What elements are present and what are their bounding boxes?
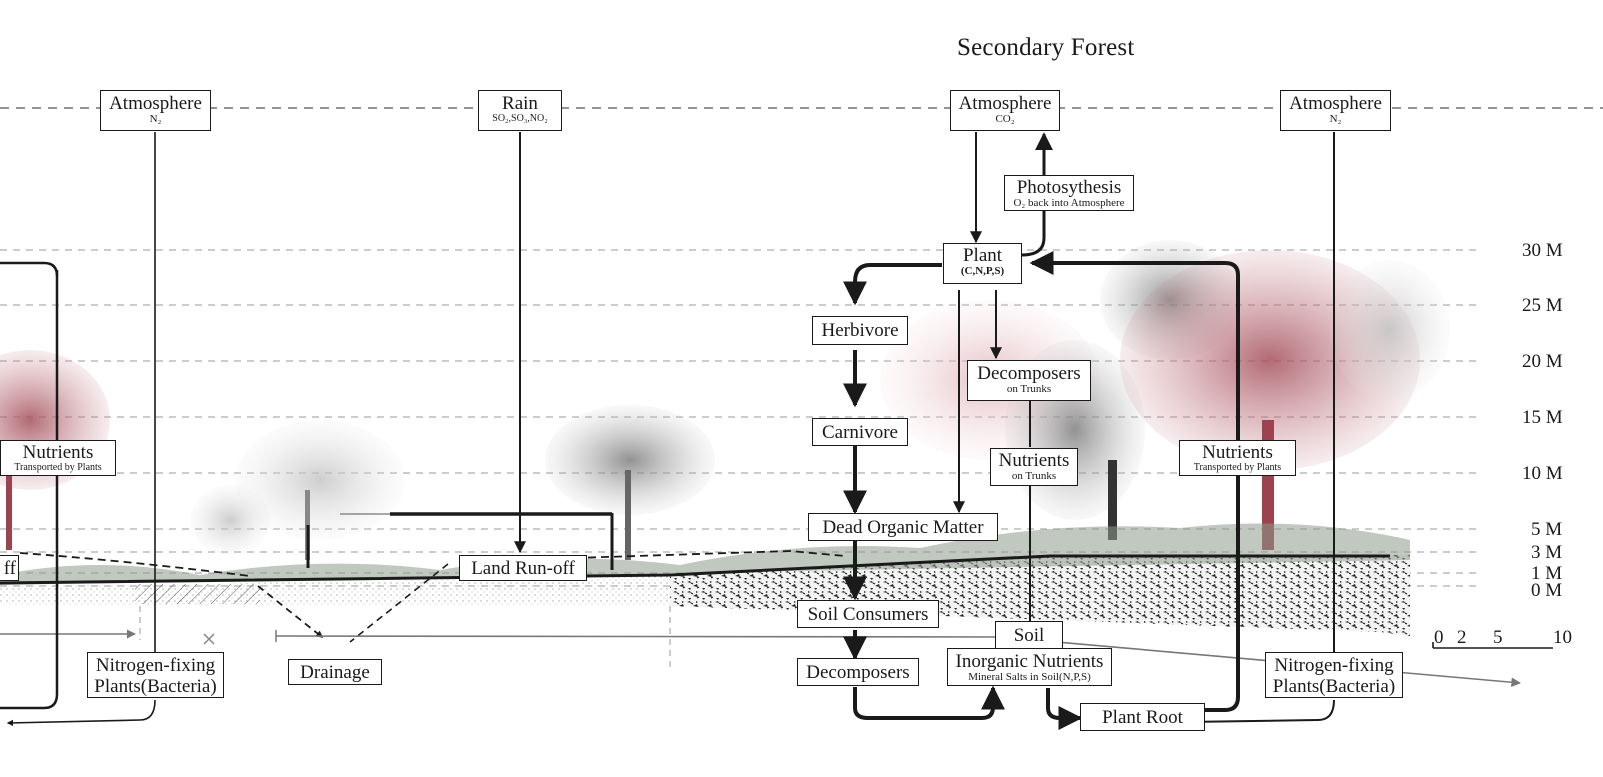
box-sub-label: (C,N,P,S) (960, 265, 1005, 277)
box-sub-label: Transported by Plants (1193, 462, 1282, 473)
height-label-25m: 25 M (1522, 295, 1563, 316)
height-label-5m: 5 M (1531, 519, 1563, 540)
carnivore-box: Carnivore (812, 418, 908, 446)
photosynthesis-box: Photosythesis O₂ back into Atmosphere (1004, 175, 1134, 211)
box-sub-label: Plants(Bacteria) (94, 676, 217, 697)
box-main-label: Soil Consumers (807, 604, 929, 625)
box-main-label: Inorganic Nutrients (955, 651, 1104, 672)
nutrients-transported-left-box: Nutrients Transported by Plants (0, 440, 116, 476)
decomposers-box: Decomposers (797, 658, 919, 686)
box-main-label: Plant Root (1102, 707, 1183, 728)
scale-label-0: 0 (1434, 627, 1444, 648)
box-main-label: ff (3, 558, 16, 579)
atmosphere-n2-right-box: Atmosphere N₂ (1280, 90, 1391, 131)
box-main-label: Atmosphere (109, 93, 202, 114)
land-runoff-box: Land Run-off (459, 555, 587, 581)
box-sub-label: SO₂,SO₃,NO₂ (492, 113, 548, 124)
nutrients-transported-right-box: Nutrients Transported by Plants (1179, 440, 1296, 476)
box-sub-label: Plants(Bacteria) (1272, 676, 1396, 697)
height-label-3m: 3 M (1531, 542, 1563, 563)
box-main-label: Dead Organic Matter (822, 517, 984, 538)
height-label-0m: 0 M (1531, 580, 1563, 601)
scale-bar (1432, 642, 1553, 649)
hatched-soil-layer (135, 584, 260, 604)
plant-root-box: Plant Root (1080, 703, 1205, 731)
vegetation (0, 240, 1450, 585)
box-sub-label: N₂ (1329, 113, 1342, 125)
soil-consumers-box: Soil Consumers (797, 600, 939, 628)
box-sub-label: O₂ back into Atmosphere (1013, 197, 1125, 209)
box-main-label: Photosythesis (1016, 177, 1122, 198)
scale-label-2: 2 (1457, 627, 1467, 648)
height-label-15m: 15 M (1522, 407, 1563, 428)
scale-label-5: 5 (1493, 627, 1503, 648)
drainage-box: Drainage (288, 659, 382, 685)
box-sub-label: on Trunks (1011, 470, 1057, 482)
box-main-label: Land Run-off (471, 558, 575, 579)
atmosphere-n2-left-box: Atmosphere N₂ (100, 90, 211, 131)
box-sub-label: Mineral Salts in Soil(N,P,S) (968, 671, 1091, 683)
flow-arrows (0, 132, 1335, 730)
soil-box: Soil (995, 621, 1063, 650)
runoff-dash-line (19, 552, 251, 577)
height-label-30m: 30 M (1522, 240, 1563, 261)
diagram-title: Secondary Forest (957, 34, 1135, 61)
inorganic-nutrients-box: Inorganic Nutrients Mineral Salts in Soi… (947, 648, 1112, 686)
box-sub-label: N₂ (149, 113, 162, 125)
ground-surface-line (0, 554, 1390, 585)
box-main-label: Soil (1013, 625, 1045, 646)
dead-organic-matter-box: Dead Organic Matter (808, 513, 998, 541)
box-main-label: Nutrients (1202, 442, 1273, 463)
height-label-1m: 1 M (1531, 563, 1563, 584)
box-main-label: Nutrients (22, 442, 94, 463)
plant-box: Plant (C,N,P,S) (943, 243, 1022, 284)
box-sub-label: on Trunks (1006, 383, 1052, 395)
box-main-label: Nutrients (998, 450, 1070, 471)
box-main-label: Herbivore (821, 320, 899, 341)
runoff-cut-box: ff (0, 555, 19, 581)
scale-label-10: 10 (1553, 627, 1572, 648)
close-x-mark (203, 633, 215, 645)
drainage-dash-left (257, 585, 324, 638)
herbivore-box: Herbivore (812, 316, 908, 345)
box-main-label: Nitrogen-fixing (95, 655, 216, 676)
box-main-label: Decomposers (806, 662, 910, 683)
box-sub-label: Transported by Plants (14, 462, 102, 473)
decomposers-on-trunks-box: Decomposers on Trunks (967, 360, 1091, 401)
box-main-label: Atmosphere (1289, 93, 1382, 114)
height-label-20m: 20 M (1522, 351, 1563, 372)
rain-box: Rain SO₂,SO₃,NO₂ (478, 90, 562, 131)
box-main-label: Carnivore (822, 422, 898, 443)
box-main-label: Atmosphere (958, 93, 1052, 114)
box-main-label: Decomposers (977, 363, 1081, 384)
box-sub-label: CO₂ (995, 113, 1015, 125)
height-label-10m: 10 M (1522, 463, 1563, 484)
box-main-label: Nitrogen-fixing (1274, 655, 1394, 676)
drainage-dash-right (349, 563, 449, 643)
nutrients-on-trunks-box: Nutrients on Trunks (990, 448, 1078, 486)
nitrogen-fixing-right-box: Nitrogen-fixing Plants(Bacteria) (1265, 652, 1403, 698)
box-main-label: Rain (502, 93, 538, 114)
atmosphere-co2-box: Atmosphere CO₂ (950, 90, 1060, 131)
nitrogen-fixing-left-box: Nitrogen-fixing Plants(Bacteria) (87, 652, 224, 698)
box-main-label: Plant (962, 245, 1003, 266)
box-main-label: Drainage (300, 662, 370, 683)
